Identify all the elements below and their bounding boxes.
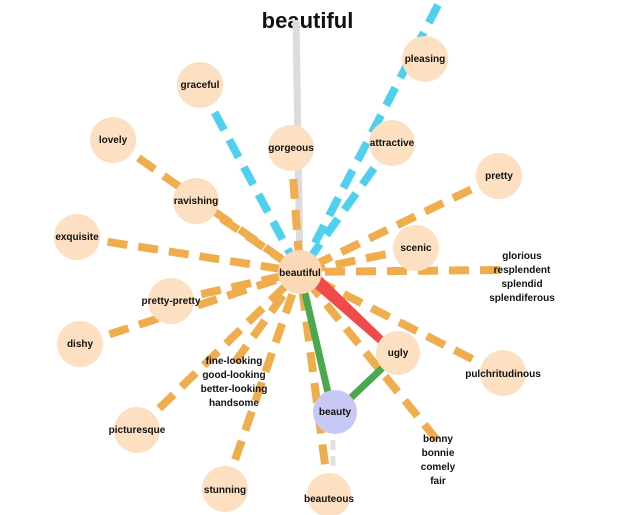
edge-also-graceful <box>196 83 304 274</box>
node-label-ravishing: ravishing <box>174 196 218 207</box>
group-word-glorious: glorious <box>502 251 542 262</box>
node-circle-lovely[interactable] <box>90 117 136 163</box>
node-circle-ravishing[interactable] <box>173 178 219 224</box>
node-label-lovely: lovely <box>99 135 128 146</box>
node-label-pretty: pretty <box>485 171 513 182</box>
node-label-pretty-pretty: pretty-pretty <box>142 296 201 307</box>
node-circle-beauteous[interactable] <box>307 473 351 515</box>
center-node-circle[interactable] <box>278 250 322 294</box>
node-circle-gorgeous[interactable] <box>268 125 314 171</box>
edge-beauteous <box>296 271 333 496</box>
graph-title: beautiful <box>261 8 354 33</box>
node-circle-pretty[interactable] <box>476 153 522 199</box>
node-circle-stunning[interactable] <box>202 466 248 512</box>
node-circle-attractive[interactable] <box>369 120 415 166</box>
center-node-label: beautiful <box>279 268 321 279</box>
group-word-splendiferous: splendiferous <box>489 293 555 304</box>
node-label-scenic: scenic <box>400 243 432 254</box>
group-word-better-looking: better-looking <box>201 384 268 395</box>
edge-stunning <box>221 270 304 491</box>
group-word-handsome: handsome <box>209 398 259 409</box>
edge-lovely <box>110 136 303 276</box>
node-label-beauteous: beauteous <box>304 494 354 505</box>
group-word-bonnie: bonnie <box>422 448 455 459</box>
node-circle-picturesque[interactable] <box>114 407 160 453</box>
edge-picturesque <box>134 269 303 433</box>
group-word-bonny: bonny <box>423 434 453 445</box>
node-circle-ugly[interactable] <box>376 331 420 375</box>
node-label-dishy: dishy <box>67 339 94 350</box>
node-circle-scenic[interactable] <box>393 225 439 271</box>
node-circle-beauty[interactable] <box>313 390 357 434</box>
edge-antonym-ugly <box>310 275 392 350</box>
group-word-fair: fair <box>430 476 446 487</box>
node-circle-dishy[interactable] <box>57 321 103 367</box>
word-groups-layer: glorious resplendent splendid splendifer… <box>201 251 556 487</box>
group-word-good-looking: good-looking <box>202 370 265 381</box>
node-label-beauty: beauty <box>319 407 352 418</box>
edge-glorious-group <box>299 266 501 276</box>
edge-also-attractive <box>296 140 396 275</box>
group-word-splendid: splendid <box>501 279 542 290</box>
node-circle-pretty-pretty[interactable] <box>148 278 194 324</box>
edge-pretty-pretty <box>170 268 301 305</box>
node-label-attractive: attractive <box>370 138 415 149</box>
edge-dishy <box>78 268 302 348</box>
node-label-ugly: ugly <box>388 348 409 359</box>
group-word-resplendent: resplendent <box>494 265 551 276</box>
node-circle-pleasing[interactable] <box>402 36 448 82</box>
node-circle-pulchritudinous[interactable] <box>480 350 526 396</box>
node-label-pleasing: pleasing <box>405 54 446 65</box>
group-word-fine-looking: fine-looking <box>206 356 263 367</box>
edge-bonny-group <box>296 269 441 443</box>
node-circle-exquisite[interactable] <box>54 214 100 260</box>
edge-fine-looking-group <box>231 269 304 365</box>
group-word-comely: comely <box>421 462 456 473</box>
node-label-exquisite: exquisite <box>55 232 99 243</box>
node-label-pulchritudinous: pulchritudinous <box>465 369 541 380</box>
nodes-layer: graceful pleasing lovely gorgeous attrac… <box>54 36 541 515</box>
node-label-gorgeous: gorgeous <box>268 143 314 154</box>
node-label-stunning: stunning <box>204 485 246 496</box>
node-label-picturesque: picturesque <box>109 425 166 436</box>
edge-pretty <box>298 172 501 276</box>
edge-derived-beauty <box>298 279 336 411</box>
edge-exquisite <box>76 233 301 276</box>
node-label-graceful: graceful <box>181 80 220 91</box>
node-circle-graceful[interactable] <box>177 62 223 108</box>
